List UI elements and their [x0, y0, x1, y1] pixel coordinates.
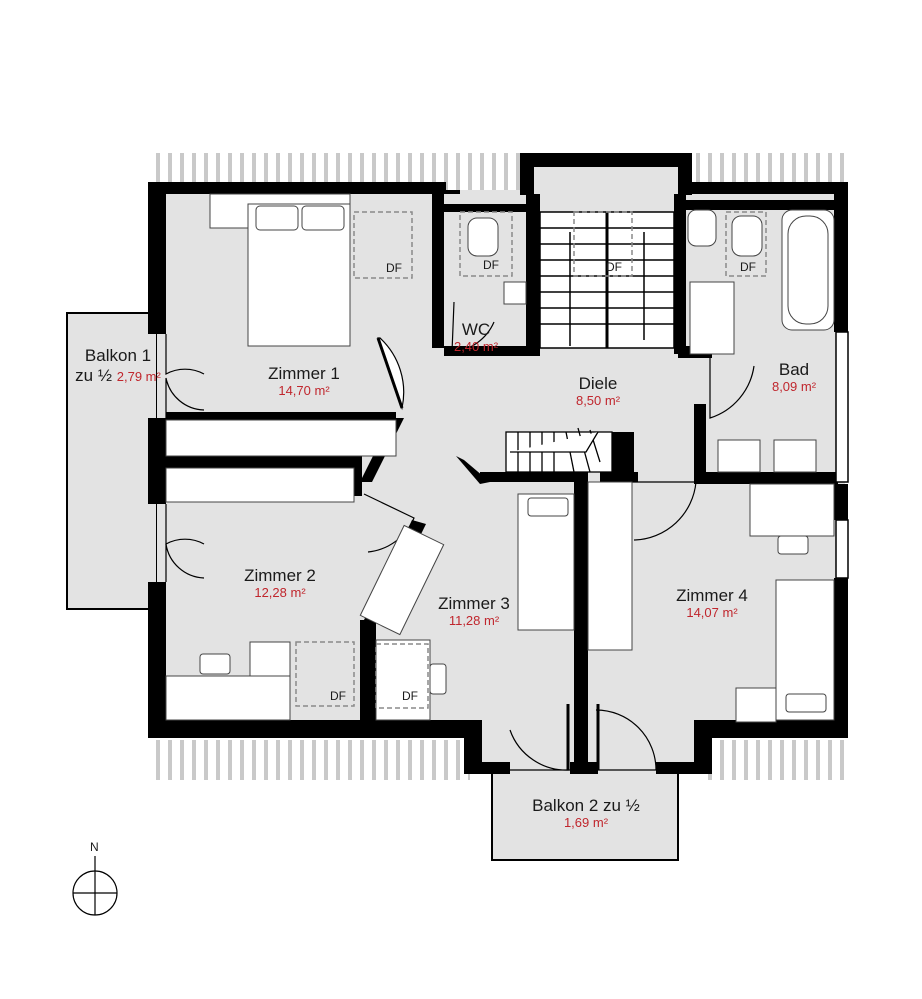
- room-name: Bad: [778, 360, 810, 379]
- room-area: 14,07 m²: [686, 604, 738, 620]
- room-label-balkon2: Balkon 2 zu ½ 1,69 m²: [532, 796, 640, 830]
- room-name: Zimmer 3: [438, 594, 510, 613]
- room-label-zimmer3: Zimmer 3 11,28 m²: [438, 594, 510, 628]
- doors: [165, 301, 755, 771]
- room-label-wc: WC 2,40 m²: [454, 320, 498, 354]
- room-area: 2,79 m²: [116, 368, 161, 384]
- room-name: Diele: [578, 374, 618, 393]
- room-label-zimmer4: Zimmer 4 14,07 m²: [676, 586, 748, 620]
- room-label-balkon1: Balkon 1 zu ½ 2,79 m²: [75, 346, 161, 385]
- wardrobes: [165, 419, 633, 651]
- exterior-walls: [148, 153, 848, 774]
- skylight-label: DF: [483, 258, 499, 272]
- compass-icon: [72, 856, 118, 916]
- room-area: 8,09 m²: [771, 378, 817, 394]
- lower-staircase: [505, 427, 613, 473]
- room-name-suffix: zu ½: [75, 365, 113, 385]
- skylight-label: DF: [740, 260, 756, 274]
- room-area: 12,28 m²: [254, 584, 306, 600]
- balcony-1: [66, 312, 158, 610]
- roof-tiles: [148, 153, 852, 780]
- room-name: WC: [461, 320, 491, 339]
- room-name: Zimmer 2: [244, 566, 316, 585]
- room-name: Zimmer 4: [676, 586, 748, 605]
- skylight-label: DF: [606, 260, 622, 274]
- room-area: 1,69 m²: [563, 814, 609, 830]
- windows: [835, 331, 849, 579]
- room-area: 8,50 m²: [575, 392, 621, 408]
- room-area: 11,28 m²: [448, 612, 500, 628]
- room-area: 2,40 m²: [453, 338, 499, 354]
- skylights: [295, 211, 767, 709]
- staircase: [539, 211, 675, 349]
- room-name: Balkon 1: [84, 346, 152, 365]
- compass-north-label: N: [90, 840, 99, 854]
- room-name: Balkon 2 zu ½: [532, 796, 640, 815]
- furniture: [165, 193, 835, 723]
- skylight-label: DF: [386, 261, 402, 275]
- skylight-label: DF: [402, 689, 418, 703]
- room-label-zimmer1: Zimmer 1 14,70 m²: [268, 364, 340, 398]
- skylight-label: DF: [330, 689, 346, 703]
- room-label-zimmer2: Zimmer 2 12,28 m²: [244, 566, 316, 600]
- room-area: 14,70 m²: [278, 382, 330, 398]
- room-label-diele: Diele 8,50 m²: [576, 374, 620, 408]
- room-name: Zimmer 1: [268, 364, 340, 383]
- room-label-bad: Bad 8,09 m²: [772, 360, 816, 394]
